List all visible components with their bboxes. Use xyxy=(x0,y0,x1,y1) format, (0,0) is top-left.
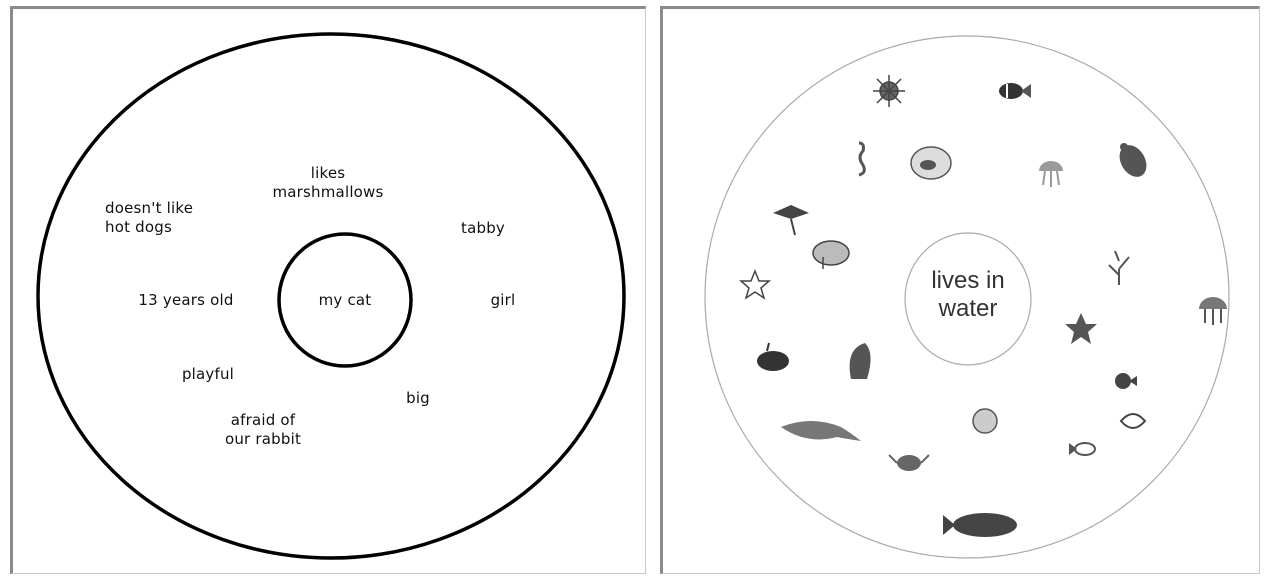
jellyfish-icon xyxy=(1039,161,1063,187)
manta-ray-icon xyxy=(773,205,809,235)
starfish-icon xyxy=(741,271,769,298)
walrus-icon xyxy=(813,241,849,269)
fishbowl-icon xyxy=(911,147,951,179)
center-label: my cat xyxy=(305,291,385,310)
attribute-girl: girl xyxy=(483,291,523,310)
attribute-doesnt-like-hot-dogs: doesn't like hot dogs xyxy=(105,199,235,237)
starfish-icon xyxy=(1065,313,1097,344)
sea-urchin-icon xyxy=(873,75,905,107)
attribute-13-years-old: 13 years old xyxy=(121,291,251,310)
seahorse-icon xyxy=(859,143,864,175)
dolphin-icon xyxy=(781,421,861,441)
water-animals-circle-map: lives in water xyxy=(660,6,1260,574)
pufferfish-icon xyxy=(1115,373,1137,389)
crab-icon xyxy=(889,455,929,471)
tropical-fish-icon xyxy=(999,83,1031,99)
attribute-likes-marshmallows: likes marshmallows xyxy=(253,164,403,202)
fish-icon xyxy=(1069,443,1095,455)
coral-icon xyxy=(1109,251,1129,285)
fish-icon xyxy=(1121,414,1145,428)
attribute-big: big xyxy=(398,389,438,408)
attribute-playful: playful xyxy=(163,365,253,384)
jellyfish-icon xyxy=(1199,297,1227,325)
sea-turtle-icon xyxy=(1114,140,1152,181)
clam-icon xyxy=(973,409,997,433)
attribute-afraid-of-our-rabbit: afraid of our rabbit xyxy=(198,411,328,449)
whale-icon xyxy=(757,343,789,371)
my-cat-circle-map: my cat likes marshmallows doesn't like h… xyxy=(10,6,646,574)
shell-icon xyxy=(850,343,871,379)
whale-icon xyxy=(943,513,1017,537)
attribute-tabby: tabby xyxy=(453,219,513,238)
center-label: lives in water xyxy=(908,267,1028,322)
